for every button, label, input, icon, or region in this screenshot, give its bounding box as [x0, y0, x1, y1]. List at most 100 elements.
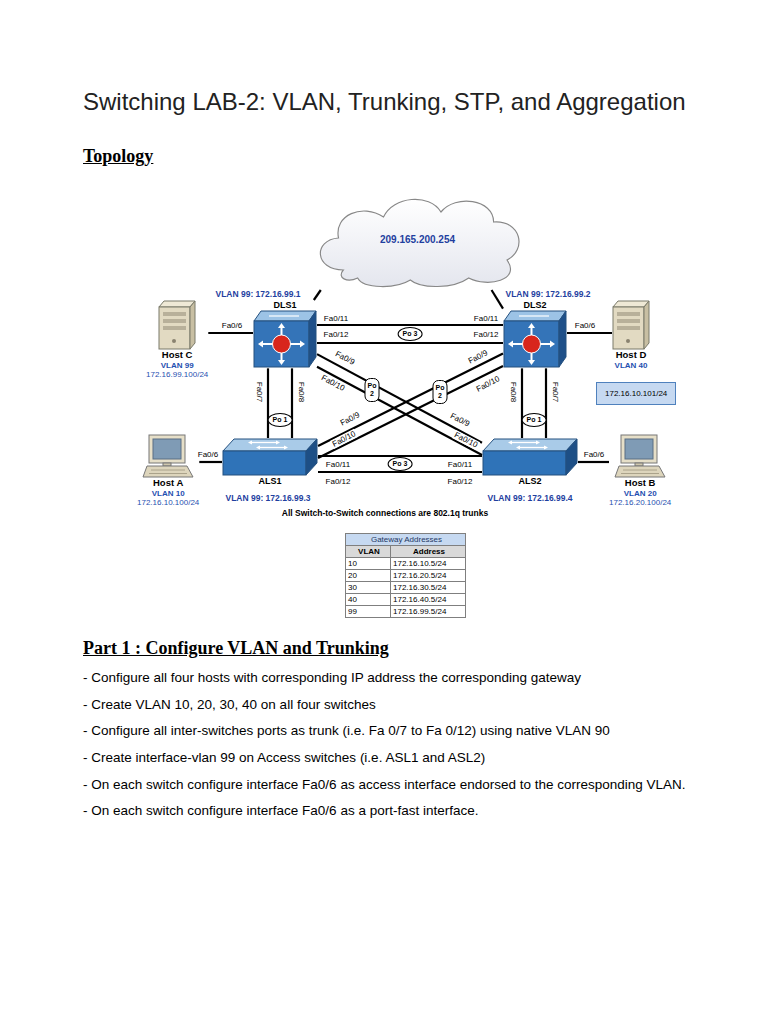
link-cable	[522, 368, 523, 438]
cloud-shape-part	[320, 199, 519, 286]
multilayer-switch-icon-part-part	[528, 360, 535, 365]
link-cable-part	[291, 368, 293, 438]
access-switch-icon-part	[483, 451, 566, 475]
diagram-note: All Switch-to-Switch connections are 802…	[282, 508, 488, 518]
node-text: DLS2	[503, 300, 567, 310]
vlan99-address: VLAN 99: 172.16.99.2	[505, 289, 590, 299]
link-cable	[492, 290, 503, 309]
port-name: Fa0/10	[474, 374, 502, 394]
multilayer-switch-icon-part-part	[291, 343, 302, 345]
access-switch-icon-part-part	[256, 446, 260, 450]
multilayer-switch-icon-part-part	[281, 327, 283, 335]
link-cable-part	[317, 342, 503, 344]
multilayer-switch-icon-part-part	[262, 343, 273, 345]
link-cable	[317, 343, 503, 344]
table-cell: 99	[345, 605, 391, 618]
multilayer-switch-icon-part-part	[508, 341, 513, 348]
port-name: Fa0/12	[473, 330, 500, 339]
multilayer-switch-icon-part-part	[278, 360, 285, 365]
pc-icon-part	[621, 473, 659, 474]
multilayer-switch-icon	[253, 310, 317, 368]
internet-cloud: 209.165.200.254	[305, 190, 530, 290]
node-text: 172.16.10.101/24	[605, 389, 667, 398]
multilayer-switch-icon-part	[504, 311, 566, 321]
multilayer-switch-icon	[503, 310, 567, 368]
task-bullet: - On each switch configure interface Fa0…	[83, 776, 758, 793]
access-switch-icon-part	[223, 439, 317, 451]
port-name: Fa0/12	[447, 477, 474, 486]
multilayer-switch-icon-part-part	[258, 341, 263, 348]
multilayer-switch-icon-part	[512, 327, 551, 361]
access-switch-icon	[222, 438, 318, 476]
link-cable-part	[545, 368, 547, 438]
link-cable	[317, 325, 503, 326]
access-switch-icon-part	[483, 439, 577, 451]
multilayer-switch-icon-part	[523, 335, 541, 353]
multilayer-switch-icon-part	[258, 323, 305, 365]
link-cable	[546, 368, 547, 438]
pc-icon-part	[153, 439, 181, 459]
server-host: Host DVLAN 40	[612, 300, 650, 370]
node-text: ALS1	[222, 476, 318, 486]
task-bullet: - Configure all inter-switches ports as …	[83, 722, 758, 739]
port-name: Fa0/7	[551, 381, 560, 403]
server-icon	[612, 300, 650, 350]
server-host: Host CVLAN 99172.16.99.100/24	[146, 300, 208, 379]
task-bullet: - Configure all four hosts with correspo…	[83, 669, 758, 686]
link-cable-part	[317, 367, 482, 455]
link-cable	[318, 366, 503, 458]
access-switch-icon-part-part	[276, 441, 280, 445]
link-cable-part	[314, 290, 321, 300]
section-heading: Topology	[83, 146, 153, 167]
port-channel: Po 3	[398, 327, 423, 341]
multilayer-switch-icon-part	[254, 321, 309, 367]
link-cable-part	[318, 366, 503, 458]
node-text: Host B	[609, 478, 671, 489]
server-icon-part	[163, 326, 186, 330]
node-text: ALS2	[482, 476, 578, 486]
access-switch-icon-part	[250, 443, 286, 448]
node-text: Host C	[146, 350, 208, 361]
server-icon	[158, 300, 196, 350]
node-text: 209.165.200.254	[380, 234, 455, 246]
link-cable-part	[317, 354, 482, 443]
pc-icon-part	[143, 466, 193, 477]
pc-icon-part	[621, 435, 657, 463]
access-switch-icon-part-part	[508, 441, 512, 445]
port-name: Fa0/7	[255, 381, 264, 403]
multilayer-switch-icon-part	[508, 323, 555, 365]
node-text: 172.16.10.100/24	[137, 498, 199, 507]
port-name: Fa0/6	[583, 450, 605, 459]
port-name: Fa0/12	[323, 330, 350, 339]
port-name: Fa0/11	[323, 314, 349, 323]
access-switch-icon-part-part	[536, 441, 540, 445]
link-cable	[268, 368, 269, 438]
link-cable-part	[567, 332, 612, 334]
multilayer-switch-icon-part-part	[550, 341, 555, 348]
multilayer-switch-icon-part-part	[531, 353, 533, 361]
multilayer-switch-icon-part-part	[278, 323, 285, 328]
access-switch-icon-part-part	[258, 447, 286, 448]
multilayer-switch-icon-part	[309, 311, 316, 367]
server-icon-part	[644, 301, 649, 349]
node-text: DLS1	[253, 300, 317, 310]
server-icon-part	[159, 301, 195, 307]
pc-icon-part	[625, 439, 653, 459]
access-switch-icon-part	[306, 439, 317, 475]
port-name: Fa0/6	[574, 321, 596, 330]
server-icon-part	[617, 326, 640, 330]
port-channel: Po 1	[268, 413, 293, 427]
multilayer-switch-icon-part-part	[519, 316, 549, 317]
port-name: Fa0/9	[466, 348, 490, 366]
port-channel: Po 2	[365, 378, 380, 402]
pc-host: Host BVLAN 20172.16.20.100/24	[609, 434, 671, 507]
pc-icon-part	[623, 470, 657, 471]
node-text: 172.16.99.100/24	[146, 370, 208, 379]
server-icon-part	[159, 307, 190, 349]
vlan99-address: VLAN 99: 172.16.99.4	[487, 493, 572, 503]
task-bullet: - Create interface-vlan 99 on Access swi…	[83, 749, 758, 766]
access-switch-icon-part-part	[518, 447, 546, 448]
pc-icon	[614, 434, 666, 478]
server-icon-part	[172, 339, 176, 343]
port-channel: Po 1	[522, 413, 547, 427]
